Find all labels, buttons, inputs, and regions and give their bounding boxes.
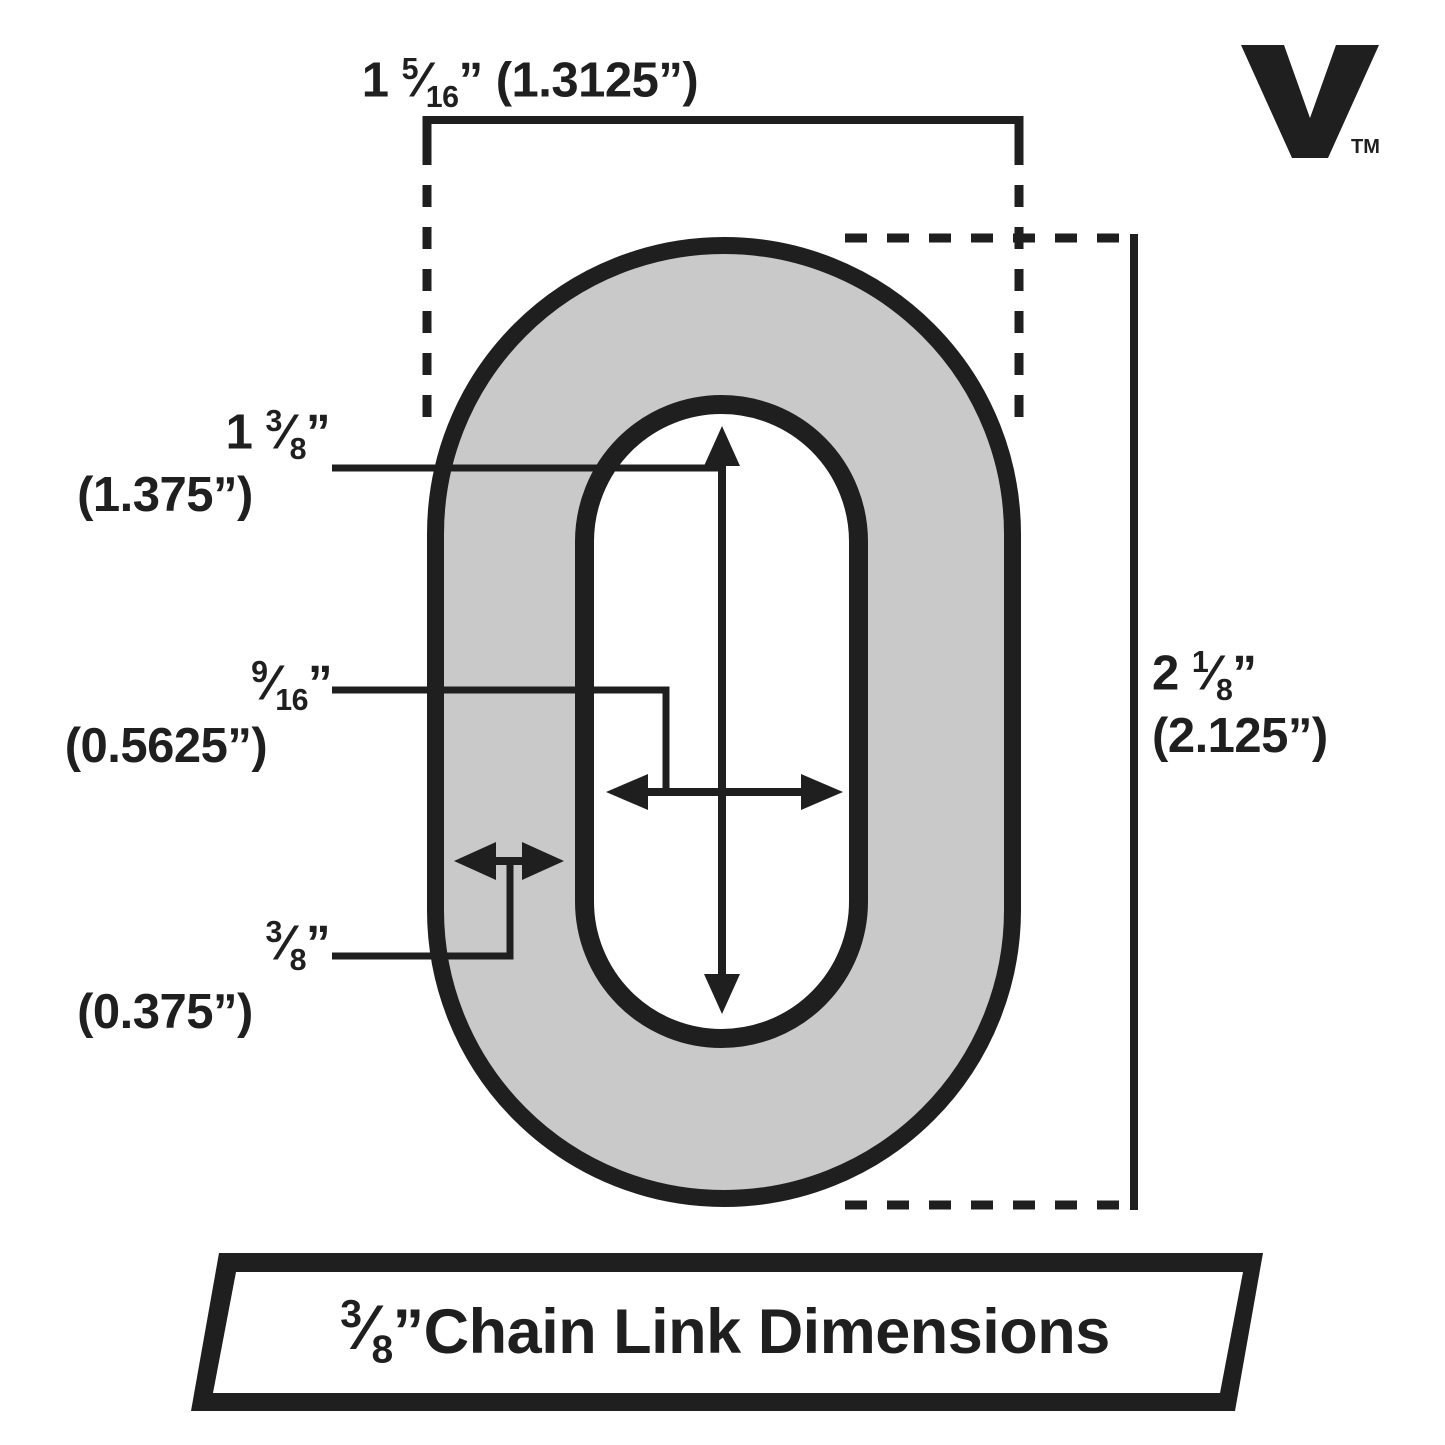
outer-width-unit: ” (458, 53, 484, 108)
outer-width-whole: 1 (361, 53, 389, 108)
thickness-leader-line (332, 861, 514, 960)
inner-length-decimal: (1.375”) (77, 468, 253, 523)
inner-length-label: 1 3⁄8” (1.375”) (0, 404, 330, 524)
inner-width-arrowhead-right (801, 774, 843, 810)
thickness-fraction: 3⁄8 (265, 915, 307, 978)
brand-logo[interactable]: TM (1238, 40, 1388, 160)
inner-length-whole: 1 (225, 405, 253, 460)
inner-width-decimal: (0.5625”) (64, 719, 268, 774)
inner-length-fraction: 3⁄8 (265, 404, 307, 467)
outer-height-label: 2 1⁄8” (2.125”) (1152, 645, 1442, 765)
outer-width-label: 1 5⁄16” (1.3125”) (0, 52, 1060, 115)
inner-width-fraction: 9⁄16 (251, 655, 308, 718)
outer-height-decimal: (2.125”) (1152, 709, 1328, 764)
thickness-unit: ” (306, 916, 331, 971)
inner-width-leader-line (332, 686, 670, 792)
thickness-arrowhead-right (522, 842, 564, 880)
inner-width-dimension (332, 686, 843, 810)
outer-height-dimension (845, 233, 1138, 1210)
logo-v-icon (1241, 45, 1379, 158)
inner-length-dimension (332, 426, 740, 1014)
inner-width-label: 9⁄16” (0.5625”) (0, 655, 333, 775)
logo-trademark-text: TM (1351, 136, 1380, 158)
outer-width-decimal: (1.3125”) (495, 53, 699, 108)
title-banner (191, 1253, 1263, 1411)
inner-length-unit: ” (306, 405, 331, 460)
material-thickness-dimension (332, 842, 564, 960)
thickness-decimal: (0.375”) (77, 985, 253, 1040)
material-thickness-label: 3⁄8” (0.375”) (0, 915, 330, 1041)
outer-height-fraction: 1⁄8 (1191, 645, 1233, 708)
thickness-arrowhead-left (454, 842, 496, 880)
outer-width-fraction: 5⁄16 (401, 52, 459, 115)
outer-width-dimension (422, 116, 1024, 432)
outer-height-unit: ” (1232, 646, 1257, 701)
inner-length-arrowhead-top (704, 426, 740, 466)
inner-length-arrowhead-bottom (704, 974, 740, 1014)
banner-inner-shape (213, 1272, 1243, 1393)
inner-width-arrowhead-left (606, 774, 648, 810)
outer-height-whole: 2 (1152, 646, 1179, 701)
inner-width-unit: ” (308, 656, 333, 711)
